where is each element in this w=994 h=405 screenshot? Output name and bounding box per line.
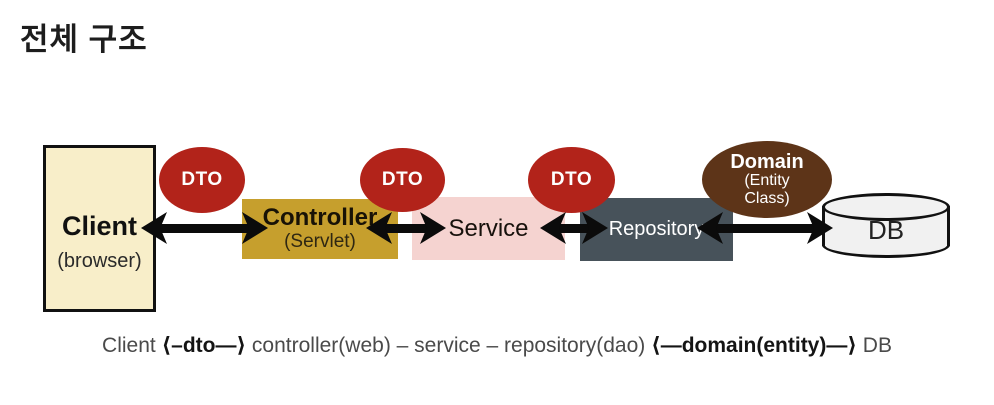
domain-sublabel-line1: (Entity: [744, 171, 790, 189]
client-box: Client (browser): [43, 145, 156, 312]
service-box: Service: [412, 197, 565, 260]
caption-segment: DB: [856, 334, 892, 357]
caption-segment-dto: ⟨–dto—⟩: [161, 334, 247, 357]
db-cylinder: DB: [822, 193, 950, 258]
dto-oval-1: DTO: [159, 147, 245, 213]
db-label: DB: [867, 215, 905, 245]
dto-oval-2: DTO: [360, 148, 445, 212]
page-title: 전체 구조: [20, 22, 148, 57]
arrow-shaft: [385, 223, 427, 233]
domain-sublabel-line2: Class): [744, 189, 790, 207]
dto-oval-3: DTO: [528, 147, 615, 213]
arrow-controller-service: [366, 212, 446, 244]
caption-segment: controller(web) – service – repository(d…: [246, 334, 652, 357]
client-label: Client: [61, 210, 137, 241]
arrow-client-controller: [141, 212, 268, 244]
domain-label: Domain: [730, 150, 804, 173]
arrow-service-repository: [540, 212, 608, 244]
controller-sublabel: (Servlet): [284, 231, 356, 253]
service-label: Service: [448, 214, 529, 242]
repository-label: Repository: [608, 218, 705, 240]
arrow-shaft: [559, 223, 589, 233]
arrow-repository-db: [697, 212, 833, 244]
controller-label: Controller: [262, 203, 378, 231]
caption-segment: Client: [102, 334, 162, 357]
db-cylinder-top: [822, 193, 950, 221]
flow-caption: Client ⟨–dto—⟩ controller(web) – service…: [0, 333, 994, 358]
arrow-shaft: [716, 223, 814, 233]
client-sublabel: (browser): [57, 250, 142, 273]
domain-oval: Domain (Entity Class): [702, 141, 832, 218]
arrow-shaft: [160, 223, 249, 233]
caption-segment-domain: ⟨—domain(entity)—⟩: [651, 334, 857, 357]
